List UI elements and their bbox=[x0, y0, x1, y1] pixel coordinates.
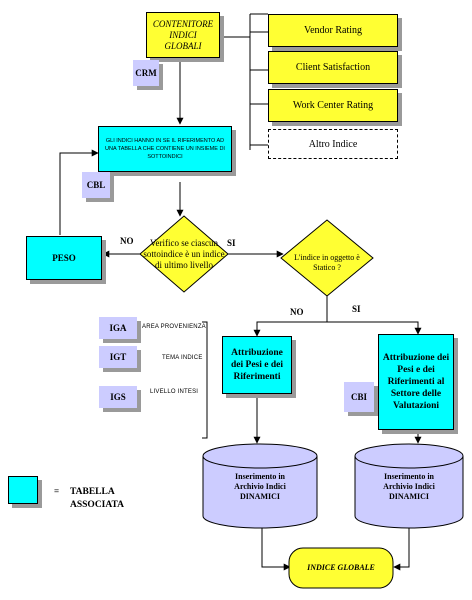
archivio-right-shape bbox=[354, 443, 464, 529]
work-center-rating-node: Work Center Rating bbox=[268, 89, 398, 122]
subindex-reference-node: GLI INDICI HANNO IN SE IL RIFERIMENTO AD… bbox=[98, 126, 232, 172]
attribuzione-right-node: Attribuzione dei Pesi e dei Riferimenti … bbox=[378, 334, 454, 430]
peso-label: PESO bbox=[52, 253, 76, 263]
crm-table-badge: CRM bbox=[133, 60, 159, 86]
legend-text: TABELLA ASSOCIATA bbox=[70, 487, 125, 510]
table-desc-area-provenienza: AREA PROVENIENZA bbox=[142, 324, 206, 330]
cbl-table-badge-right: CBI bbox=[344, 382, 374, 412]
archivio-left-label: Inserimento in Archivio Indici DINAMICI bbox=[234, 472, 286, 501]
subindex-reference-label: GLI INDICI HANNO IN SE IL RIFERIMENTO AD… bbox=[105, 138, 225, 160]
edge-label-si-right: SI bbox=[352, 304, 361, 314]
crm-label: CRM bbox=[135, 68, 157, 78]
edge-label-si-left: SI bbox=[227, 238, 236, 248]
work-center-rating-label: Work Center Rating bbox=[292, 100, 374, 111]
attribuzione-right-label: Attribuzione dei Pesi e dei Riferimenti … bbox=[382, 353, 450, 411]
edge-statico-si bbox=[327, 321, 422, 335]
table-badge-iga: IGA bbox=[99, 317, 137, 339]
decision-statico-label: L'indice in oggetto è Statico ? bbox=[294, 253, 360, 272]
contenitore-label: CONTENITORE INDICI GLOBALI bbox=[152, 18, 214, 51]
client-satisfaction-label: Client Satisfaction bbox=[295, 62, 371, 73]
contenitore-indici-globali-node: CONTENITORE INDICI GLOBALI bbox=[146, 12, 220, 58]
edge-archivio-left-indice bbox=[261, 527, 291, 571]
peso-node: PESO bbox=[26, 236, 102, 280]
edge-statico-no bbox=[253, 321, 327, 337]
attribuzione-left-label: Attribuzione dei Pesi e dei Riferimenti bbox=[231, 348, 283, 382]
indice-globale-node: INDICE GLOBALE bbox=[300, 552, 382, 584]
cbl-table-badge-left: CBL bbox=[82, 172, 110, 198]
edge-label-no-right: NO bbox=[290, 307, 304, 317]
cbl-left-label: CBL bbox=[86, 180, 106, 190]
table-desc-tema-indice: TEMA INDICE bbox=[162, 355, 203, 361]
vendor-rating-node: Vendor Rating bbox=[268, 14, 398, 47]
edge-archivio-right-indice bbox=[393, 527, 410, 571]
table-badge-igs: IGS bbox=[99, 386, 137, 408]
indice-globale-label: INDICE GLOBALE bbox=[307, 563, 375, 572]
iga-label: IGA bbox=[109, 323, 127, 333]
indice-globale-shape bbox=[288, 547, 394, 589]
igt-label: IGT bbox=[109, 352, 127, 362]
cbl-right-label: CBI bbox=[350, 392, 367, 402]
legend-swatch bbox=[8, 476, 38, 504]
archivio-right-label: Inserimento in Archivio Indici DINAMICI bbox=[383, 472, 435, 501]
table-badge-igt: IGT bbox=[99, 346, 137, 368]
igs-label: IGS bbox=[110, 392, 126, 402]
table-desc-livello-intesi: LIVELLO INTESI bbox=[150, 389, 199, 395]
archivio-left-shape bbox=[202, 443, 318, 529]
altro-indice-label: Altro Indice bbox=[308, 138, 358, 150]
edge-label-no-left: NO bbox=[120, 236, 134, 246]
index-bracket bbox=[220, 13, 268, 150]
altro-indice-node: Altro Indice bbox=[268, 129, 398, 159]
decision-ultimo-label: Verifico se ciascun sottoindice è un ind… bbox=[143, 238, 225, 270]
decision-ultimo-shape bbox=[139, 215, 229, 293]
attribuzione-left-node: Attribuzione dei Pesi e dei Riferimenti bbox=[222, 336, 292, 394]
vendor-rating-label: Vendor Rating bbox=[303, 25, 363, 36]
legend-equals: = bbox=[54, 486, 60, 496]
decision-statico-shape bbox=[280, 219, 374, 297]
tables-bracket bbox=[202, 321, 208, 439]
client-satisfaction-node: Client Satisfaction bbox=[268, 51, 398, 84]
edge-peso-loop bbox=[59, 149, 99, 235]
